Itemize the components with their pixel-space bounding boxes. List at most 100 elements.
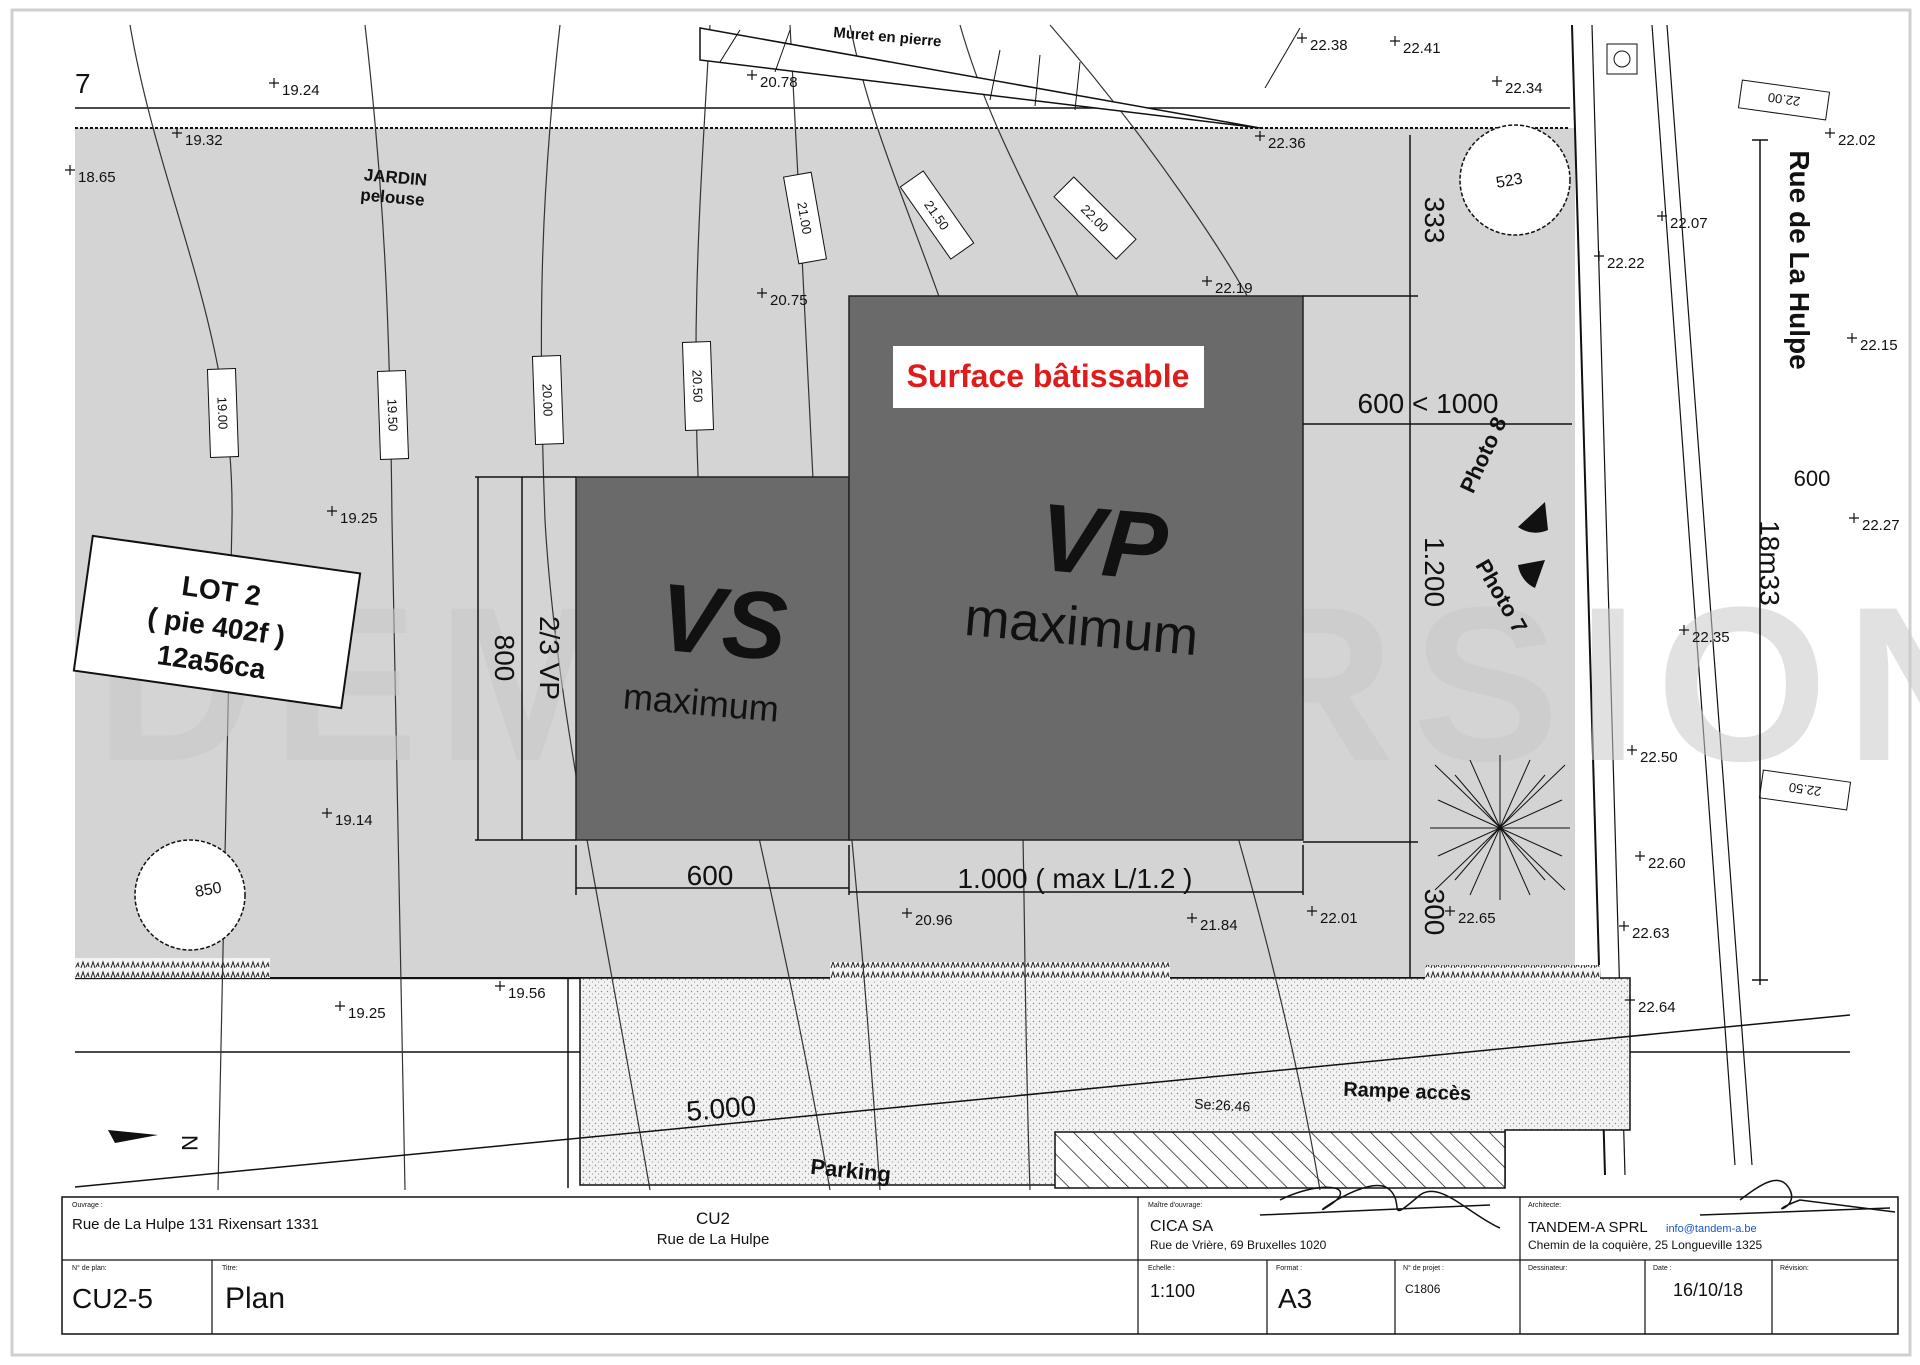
- architect-email: info@tandem-a.be: [1666, 1223, 1757, 1235]
- spot-level: 22.63: [1632, 925, 1670, 942]
- street-name: Rue de La Hulpe: [1784, 150, 1815, 369]
- vs-label: VS: [654, 564, 791, 682]
- date-caption: Date :: [1653, 1265, 1672, 1272]
- spot-level: 20.78: [760, 74, 798, 91]
- client-signature: [1259, 1184, 1501, 1229]
- spot-level: 21.84: [1200, 917, 1238, 934]
- format-value: A3: [1278, 1283, 1312, 1314]
- spot-level: 19.56: [508, 985, 546, 1002]
- spot-level-cross: [1187, 913, 1197, 923]
- titre-caption: Titre:: [222, 1265, 238, 1272]
- spot-level-cross: [65, 165, 75, 175]
- spot-level-cross: [495, 981, 505, 991]
- spot-level-cross: [269, 78, 279, 88]
- tree-850: [134, 839, 246, 951]
- spot-level: 22.27: [1862, 517, 1900, 534]
- client-address: Rue de Vrière, 69 Bruxelles 1020: [1150, 1238, 1327, 1252]
- spot-level: 22.38: [1310, 37, 1348, 54]
- tree-850-label: 850: [194, 880, 223, 901]
- surface-label: Surface bâtissable: [907, 358, 1190, 394]
- architect-caption: Architecte:: [1528, 1202, 1561, 1209]
- seuil-label: Se:26.46: [1194, 1096, 1251, 1115]
- tree-523-label: 523: [1495, 171, 1524, 192]
- stone-wall: [699, 27, 1301, 129]
- photo-7-marker: [1518, 560, 1545, 588]
- ouvrage-caption: Ouvrage :: [72, 1202, 103, 1209]
- conifer-symbol: [1430, 755, 1570, 900]
- plan-no-caption: N° de plan:: [72, 1264, 107, 1272]
- spot-level-markers: [65, 33, 1859, 1011]
- title-block-captions: Ouvrage : Maître d'ouvrage: Architecte: …: [72, 1202, 1809, 1272]
- contour-label: 19.50: [384, 398, 400, 431]
- client-name: CICA SA: [1150, 1218, 1213, 1235]
- spot-level: 18.65: [78, 169, 116, 186]
- north-arrow-icon: [108, 1130, 158, 1143]
- photo-8-marker: [1518, 502, 1548, 533]
- spot-level-cross: [1625, 995, 1635, 1005]
- spot-level: 22.41: [1403, 40, 1441, 57]
- dessinateur-caption: Dessinateur:: [1528, 1265, 1567, 1272]
- hedge-right: [1425, 965, 1600, 981]
- spot-level-cross: [1847, 333, 1857, 343]
- rampe-label: Rampe accès: [1343, 1079, 1472, 1105]
- architect-signature: [1699, 1179, 1896, 1216]
- dim-300: 300: [1419, 889, 1450, 936]
- parcel-number: 7: [75, 68, 91, 99]
- dim-600-bottom: 600: [687, 860, 734, 891]
- spot-level: 20.96: [915, 912, 953, 929]
- hatched-zone: [1054, 1131, 1506, 1189]
- title-block: [61, 1196, 1899, 1335]
- tree-523: [1459, 124, 1571, 236]
- dim-18m33: 18m33: [1754, 520, 1785, 606]
- spot-level-cross: [1849, 513, 1859, 523]
- spot-level-cross: [1635, 851, 1645, 861]
- spot-level-cross: [1492, 76, 1502, 86]
- spot-level-cross: [1657, 211, 1667, 221]
- spot-level-cross: [1679, 625, 1689, 635]
- contour-labels: 19.00 19.50 20.00 20.50 21.00 21.50 22.0…: [206, 79, 1852, 811]
- echelle-caption: Echelle :: [1148, 1265, 1175, 1272]
- spot-level: 22.60: [1648, 855, 1686, 872]
- street-line-4: [1666, 24, 1753, 1166]
- spot-level: 22.65: [1458, 910, 1496, 927]
- architect-address: Chemin de la coquière, 25 Longueville 13…: [1528, 1238, 1762, 1252]
- dim-800: 800: [489, 635, 520, 682]
- spot-level-cross: [172, 128, 182, 138]
- contour-label: 20.50: [689, 369, 705, 402]
- spot-level: 22.15: [1860, 337, 1898, 354]
- dim-600-1000: 600 < 1000: [1358, 388, 1499, 419]
- contour-label: 20.00: [539, 383, 555, 416]
- spot-level-cross: [1390, 36, 1400, 46]
- spot-level: 22.36: [1268, 135, 1306, 152]
- spot-level: 19.14: [335, 812, 373, 829]
- hedge-middle: [830, 962, 1170, 980]
- dim-1000: 1.000 ( max L/1.2 ): [957, 863, 1192, 894]
- contour-label: 19.00: [214, 396, 230, 429]
- spot-level: 22.34: [1505, 80, 1543, 97]
- scale-value: 1:100: [1150, 1281, 1195, 1301]
- spot-level-cross: [322, 808, 332, 818]
- spot-level: 19.24: [282, 82, 320, 99]
- dim-333: 333: [1419, 197, 1450, 244]
- spot-level-cross: [1307, 906, 1317, 916]
- spot-level-cross: [335, 1001, 345, 1011]
- dimension-lines: [74, 135, 1851, 1188]
- spot-levels: 19.24 19.32 18.65 20.78 22.38 22.41 22.3…: [78, 37, 1900, 1022]
- spot-level: 20.75: [770, 292, 808, 309]
- format-caption: Format :: [1276, 1265, 1302, 1272]
- project-number: C1806: [1405, 1282, 1441, 1296]
- spot-level: 22.22: [1607, 255, 1645, 272]
- spot-level: 22.50: [1640, 749, 1678, 766]
- vs-building: [575, 476, 850, 841]
- spot-level-cross: [327, 506, 337, 516]
- ouvrage-value: Rue de La Hulpe 131 Rixensart 1331: [72, 1216, 319, 1233]
- dim-600-right: 600: [1794, 466, 1831, 491]
- spot-level: 22.02: [1838, 132, 1876, 149]
- maitre-caption: Maître d'ouvrage:: [1148, 1202, 1202, 1209]
- dim-2-3-vp: 2/3 VP: [534, 616, 565, 700]
- spot-level-cross: [1627, 745, 1637, 755]
- dim-1200: 1.200: [1419, 537, 1450, 607]
- spot-level: 22.35: [1692, 629, 1730, 646]
- spot-level-cross: [1445, 906, 1455, 916]
